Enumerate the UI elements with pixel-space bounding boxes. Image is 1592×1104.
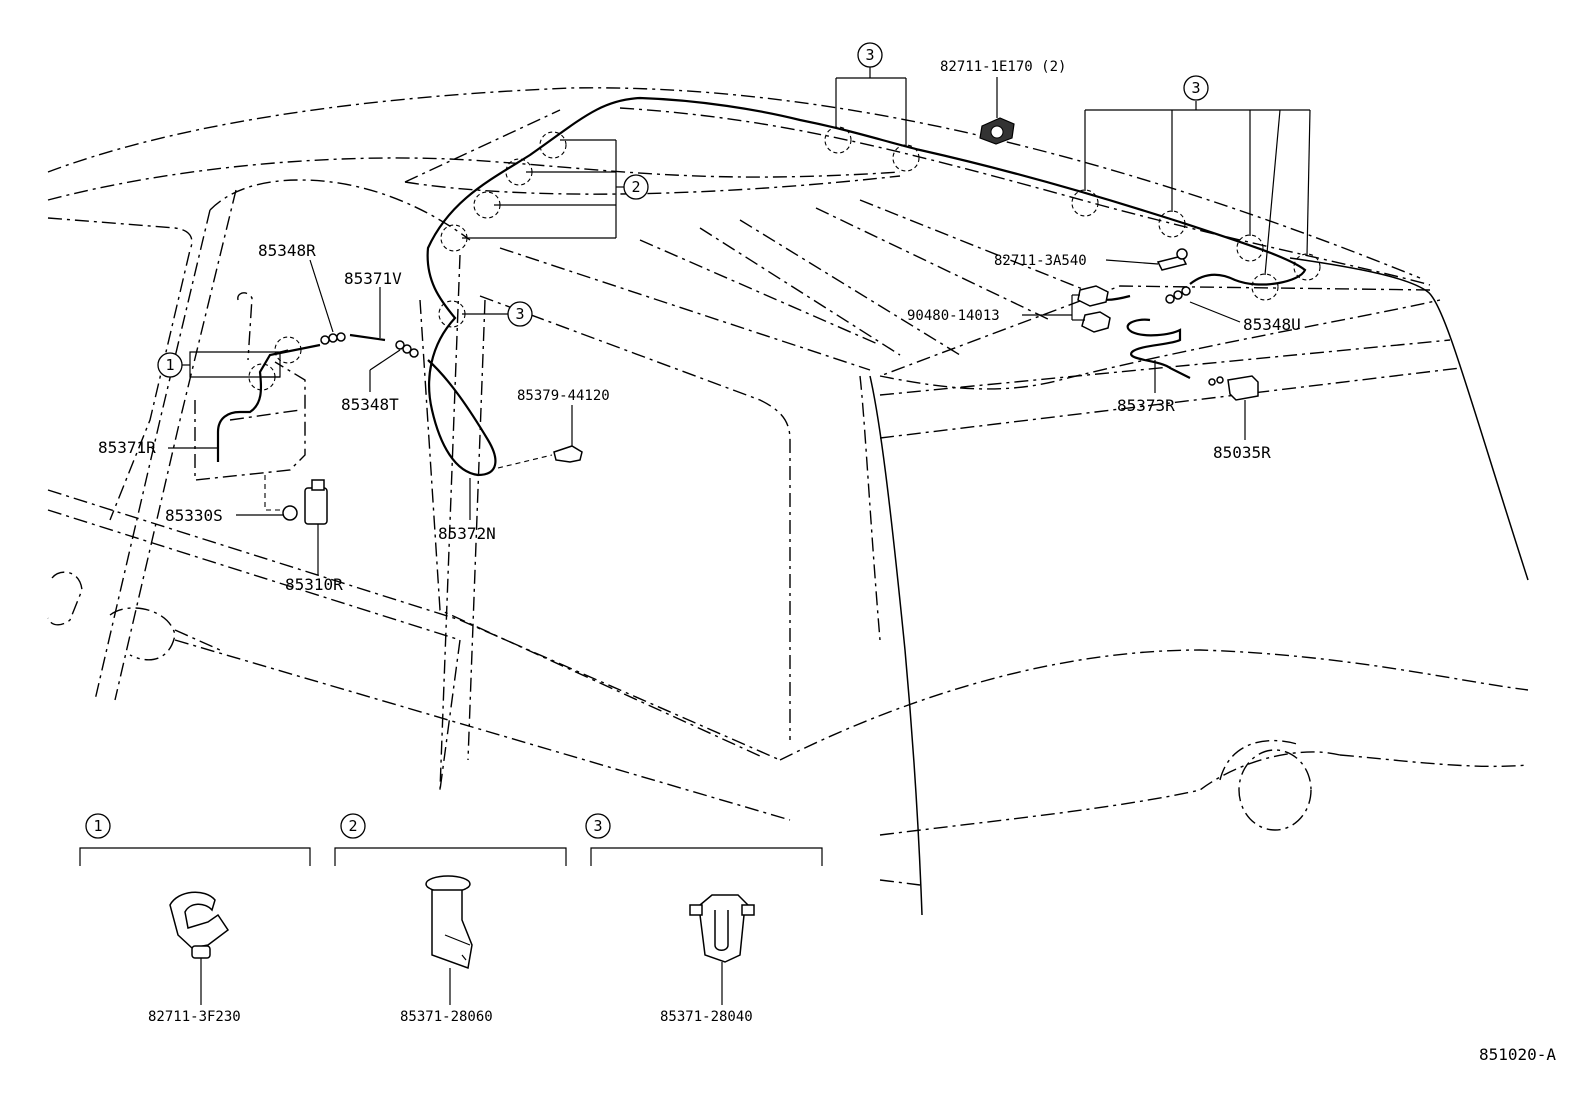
nozzle-85379-44120	[497, 445, 583, 469]
grommet-85330s	[282, 505, 298, 521]
valves-90480-14013	[1077, 285, 1111, 333]
connectors-85348t	[395, 340, 419, 358]
callout-3-right: 3	[1183, 75, 1209, 101]
callout-3-mid: 3	[507, 301, 533, 327]
callout-1: 1	[157, 352, 183, 378]
label-85348t: 85348T	[341, 395, 399, 414]
label-85371r: 85371R	[98, 438, 156, 457]
label-85035r: 85035R	[1213, 443, 1271, 462]
clip-82711-3f230-drawing	[169, 891, 230, 959]
connectors-85348r	[320, 332, 346, 345]
callout-3-mid-number: 3	[515, 305, 524, 323]
callout-2: 2	[623, 174, 649, 200]
label-85373r: 85373R	[1117, 396, 1175, 415]
vehicle-body-outline	[47, 87, 1529, 916]
label-85330s: 85330S	[165, 506, 223, 525]
callout-3-right-number: 3	[1191, 79, 1200, 97]
legend-item-1: 1 82711-3F230	[79, 813, 311, 1025]
clip-85371-28040-drawing	[689, 894, 755, 963]
label-85348r: 85348R	[258, 241, 316, 260]
clip-82711-1e170	[979, 117, 1015, 145]
legend-1-number: 1	[93, 817, 102, 835]
legend-item-2: 2 85371-28060	[334, 813, 567, 1025]
clip-82711-3a540	[1156, 248, 1188, 271]
rear-nozzle-85035r	[1208, 375, 1259, 401]
legend-1-part: 82711-3F230	[148, 1009, 241, 1025]
connector-85348u	[1165, 286, 1191, 304]
label-90480-14013: 90480-14013	[907, 308, 1000, 324]
leader-lines	[168, 67, 1311, 575]
legend-3-number: 3	[593, 817, 602, 835]
clip-85371-28060-drawing	[425, 875, 473, 970]
legend-3-part: 85371-28040	[660, 1009, 753, 1025]
label-82711-1e170: 82711-1E170 (2)	[940, 59, 1066, 75]
label-85379-44120: 85379-44120	[517, 388, 610, 404]
callout-3-top: 3	[857, 42, 883, 68]
label-85310r: 85310R	[285, 575, 343, 594]
pump-85310r	[304, 479, 328, 525]
callout-1-number: 1	[165, 356, 174, 374]
label-82711-3a540: 82711-3A540	[994, 253, 1087, 269]
diagram-id: 851020-A	[1479, 1045, 1556, 1064]
label-85372n: 85372N	[438, 524, 496, 543]
legend-2-part: 85371-28060	[400, 1009, 493, 1025]
callout-3-top-number: 3	[865, 46, 874, 64]
label-85348u: 85348U	[1243, 315, 1301, 334]
part-labels: 82711-1E170 (2) 82711-3A540 90480-14013 …	[98, 59, 1301, 594]
label-85371v: 85371V	[344, 269, 402, 288]
reservoir-outline	[194, 292, 306, 511]
legend-2-number: 2	[348, 817, 357, 835]
legend-item-3: 3 85371-28040	[585, 813, 823, 1025]
washer-hose-route	[216, 96, 1307, 477]
callout-2-number: 2	[631, 178, 640, 196]
